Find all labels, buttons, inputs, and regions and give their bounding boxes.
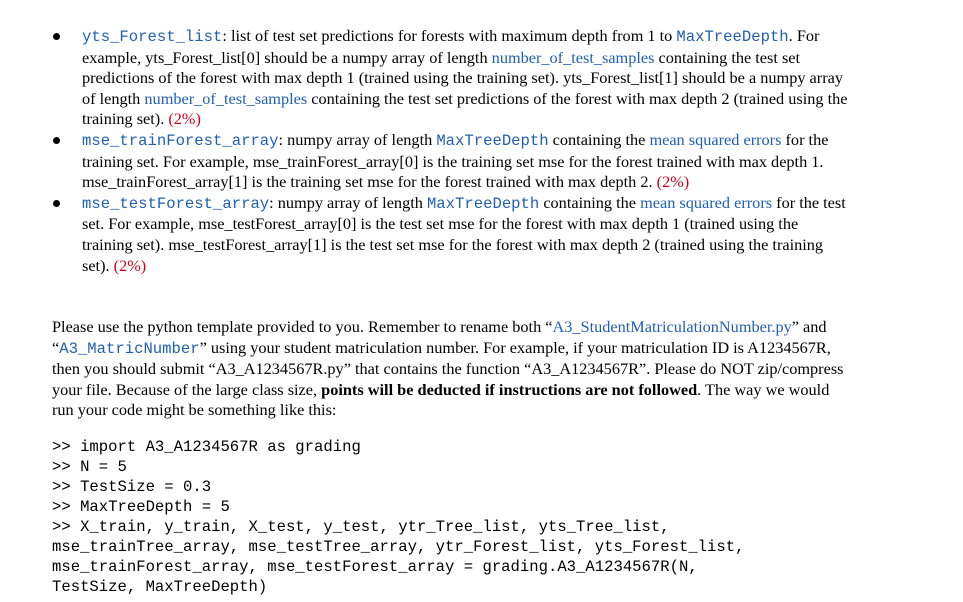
percent-label: (2%): [656, 172, 690, 192]
percent-label: (2%): [168, 109, 201, 129]
text: for the test set. For example, mse_testF…: [82, 192, 846, 275]
blue-term: mean squared errors: [640, 192, 773, 212]
code-line: mse_trainTree_array, mse_testTree_array,…: [52, 538, 745, 556]
code-line: >> X_train, y_train, X_test, y_test, ytr…: [52, 518, 670, 536]
text: : numpy array of length: [269, 192, 427, 212]
template-filename: A3_StudentMatriculationNumber.py: [552, 317, 792, 336]
text: for the training set. For example, mse_t…: [82, 129, 829, 192]
text: Please use the python template provided …: [52, 317, 553, 336]
text: : list of test set predictions for fores…: [222, 26, 677, 45]
term: yts_Forest_list: [82, 28, 223, 46]
text: ” and “: [52, 317, 827, 357]
text: ” using your student matriculation numbe…: [52, 337, 844, 399]
bullet-item-yts-forest-list: yts_Forest_list: list of test set predic…: [0, 26, 852, 130]
bullet-list: yts_Forest_list: list of test set predic…: [0, 26, 963, 276]
text: containing the test set predictions of t…: [82, 47, 843, 108]
blue-term: mean squared errors: [649, 129, 782, 149]
percent-label: (2%): [113, 255, 147, 275]
bullet-item-mse-trainforest-array: mse_trainForest_array: numpy array of le…: [0, 130, 852, 193]
code-line: >> N = 5: [52, 458, 127, 476]
term: mse_testForest_array: [82, 194, 270, 213]
bullet-dot-icon: [53, 33, 60, 40]
text: containing the test set predictions of t…: [82, 88, 848, 129]
blue-term: number_of_test_samples: [144, 88, 308, 108]
mono-term: MaxTreeDepth: [676, 28, 789, 46]
bullet-dot-icon: [53, 136, 60, 144]
code-line: >> TestSize = 0.3: [52, 478, 212, 496]
template-function-name: A3_MatricNumber: [59, 339, 200, 358]
instructions-paragraph: Please use the python template provided …: [52, 317, 852, 421]
text: containing the: [548, 129, 650, 149]
code-line: >> import A3_A1234567R as grading: [52, 438, 361, 456]
code-line: TestSize, MaxTreeDepth): [52, 578, 268, 596]
code-block: >> import A3_A1234567R as grading >> N = …: [52, 437, 932, 597]
text: . The way we would run your code might b…: [52, 379, 830, 420]
term: mse_trainForest_array: [82, 131, 279, 150]
text: : numpy array of length: [278, 129, 437, 149]
bold-warning: points will be deducted if instructions …: [321, 379, 698, 399]
code-line: mse_trainForest_array, mse_testForest_ar…: [52, 558, 698, 576]
text: containing the: [539, 192, 641, 212]
blue-term: number_of_test_samples: [491, 47, 655, 67]
code-line: >> MaxTreeDepth = 5: [52, 498, 230, 516]
mono-term: MaxTreeDepth: [436, 131, 549, 150]
text: . For example, yts_Forest_list[0] should…: [82, 26, 820, 67]
bullet-item-mse-testforest-array: mse_testForest_array: numpy array of len…: [0, 193, 852, 276]
mono-term: MaxTreeDepth: [426, 194, 540, 213]
bullet-dot-icon: [53, 199, 60, 207]
